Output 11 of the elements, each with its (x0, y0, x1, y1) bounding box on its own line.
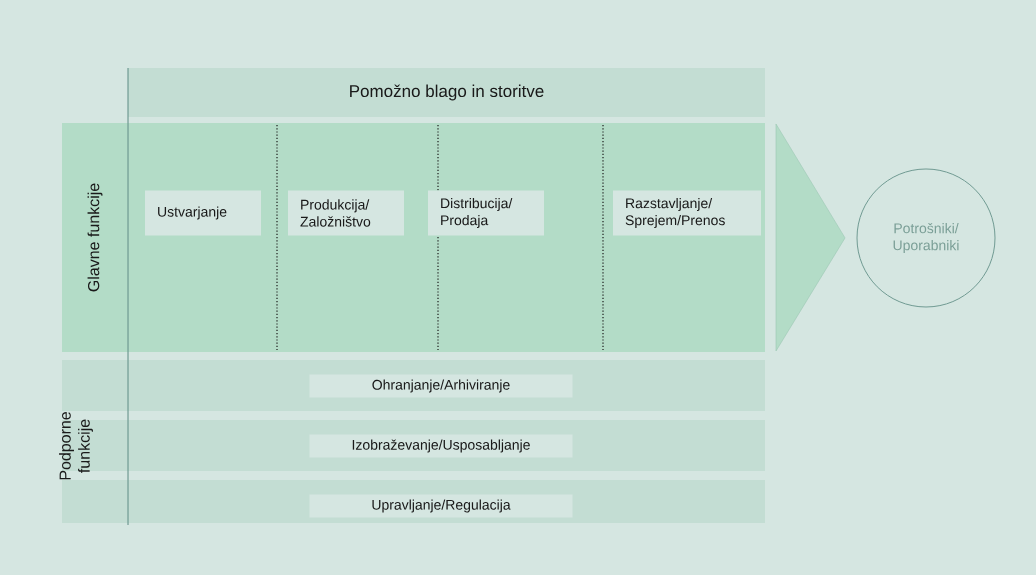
function-label: Distribucija/ Prodaja (428, 190, 544, 236)
function-label: Razstavljanje/ Sprejem/Prenos (613, 190, 761, 236)
row-heading: Podporne funkcije (59, 412, 93, 480)
function-label: Izobraževanje/Usposabljanje (309, 434, 573, 458)
function-label: Ohranjanje/Arhiviranje (309, 374, 573, 398)
function-label: Upravljanje/Regulacija (309, 494, 573, 518)
function-label: Produkcija/ Založništvo (288, 190, 404, 236)
row-heading: Glavne funkcije (87, 183, 103, 292)
chevron-arrow (775, 123, 846, 352)
band-title: Pomožno blago in storitve (350, 84, 544, 101)
function-label: Ustvarjanje (145, 190, 261, 236)
